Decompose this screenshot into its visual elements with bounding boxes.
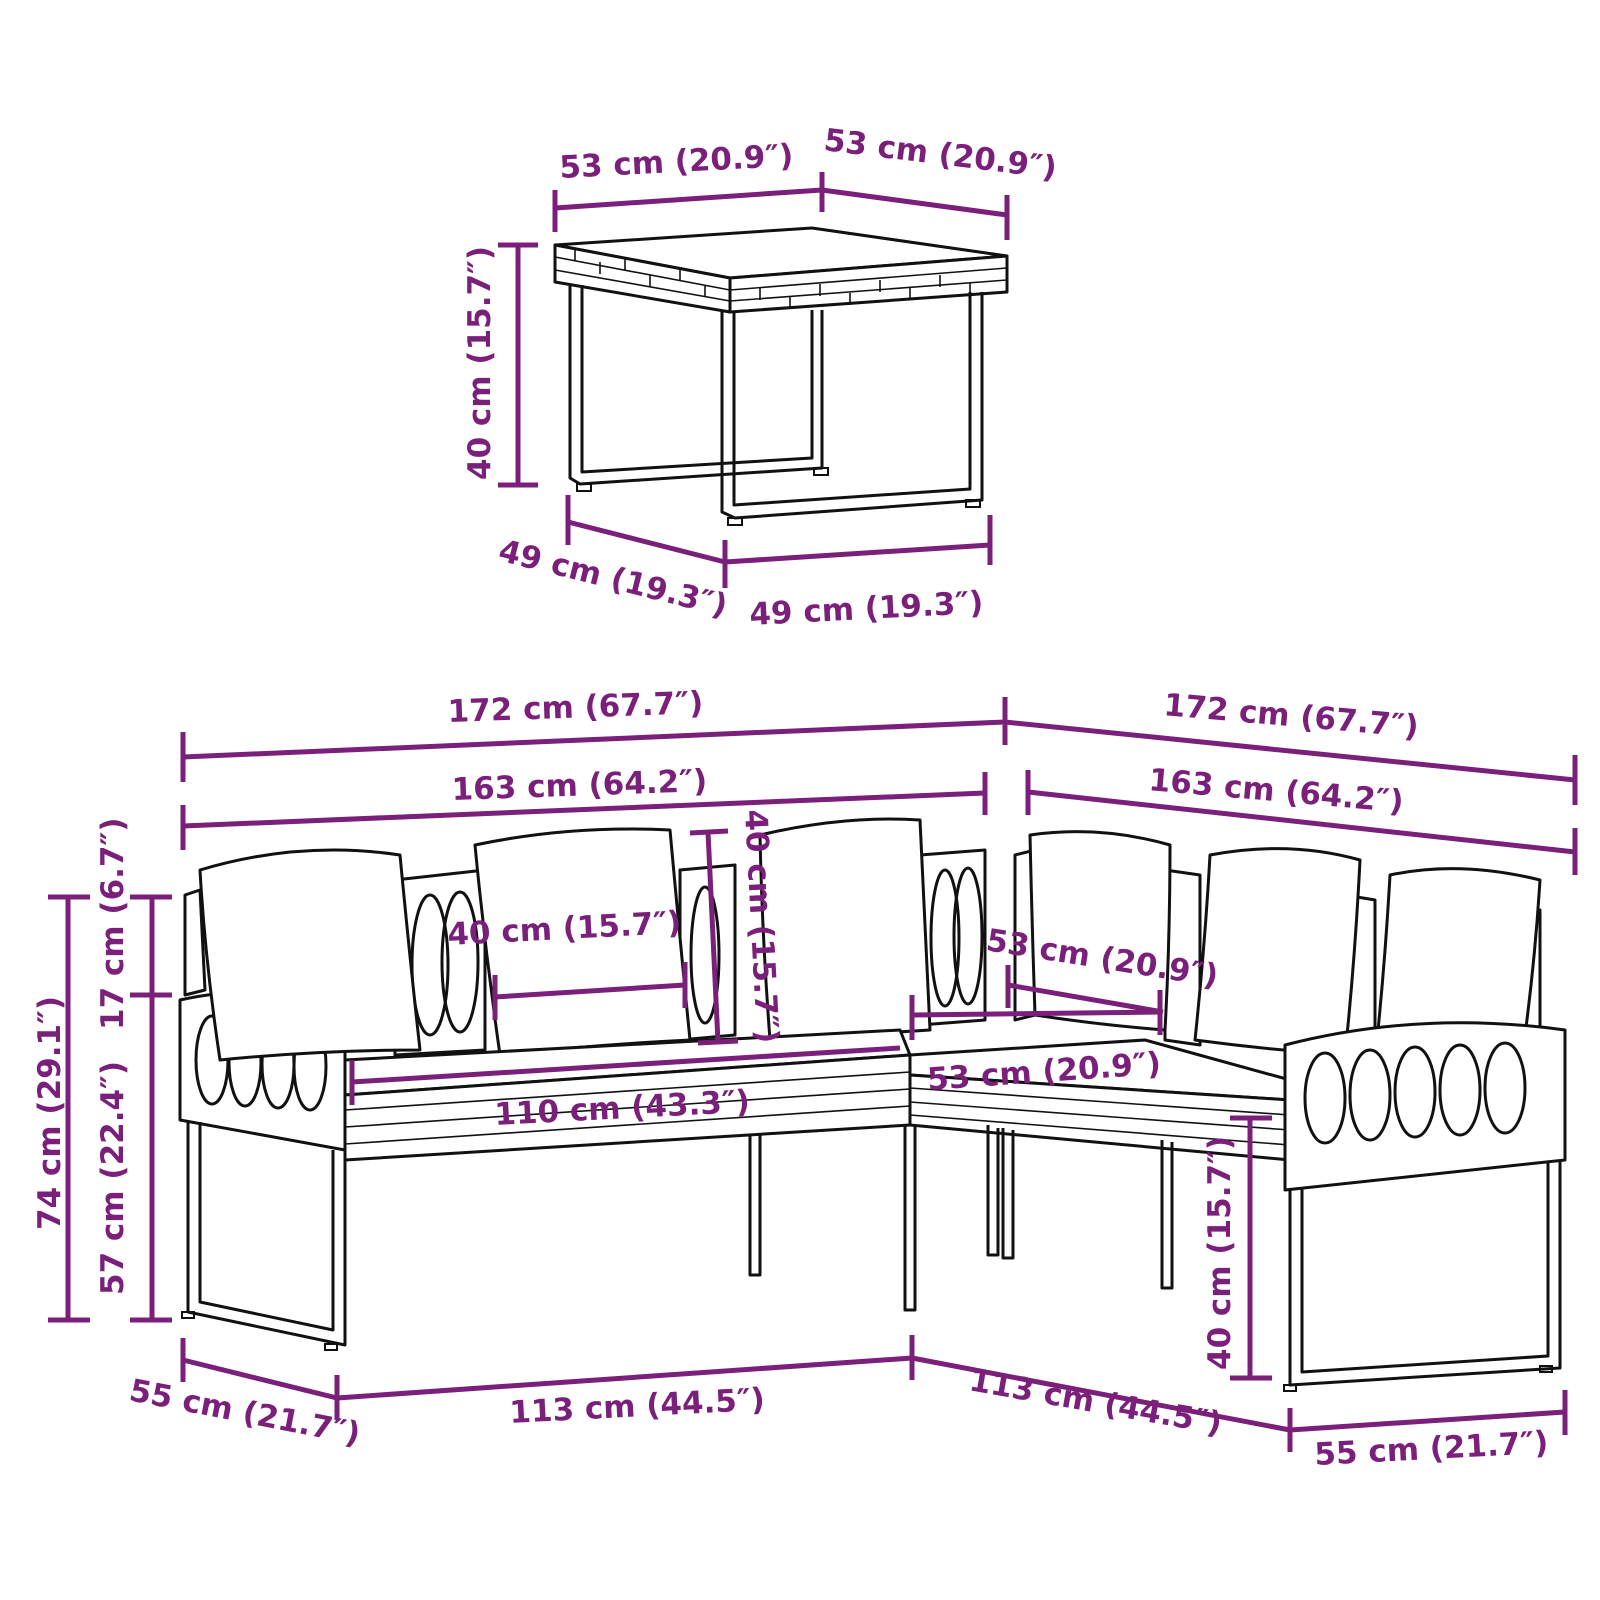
sofa-right-base-width-label: 113 cm (44.5″) (967, 1362, 1225, 1442)
back-loops (410, 866, 984, 1037)
corner-sofa-drawing (178, 817, 1567, 1392)
table-foot (813, 467, 829, 476)
left-seat-weave (344, 1071, 911, 1145)
sofa-left-base-width-label: 113 cm (44.5″) (509, 1382, 766, 1431)
right-seat-leg (1160, 1140, 1174, 1290)
table-back-legs-inner (580, 285, 814, 474)
table-foot (576, 483, 592, 492)
table-foot (727, 517, 743, 526)
sofa-left-depth-label: 55 cm (21.7″) (126, 1373, 363, 1453)
right-cushion-2 (1193, 847, 1362, 1057)
left-arm-leg (186, 1120, 347, 1347)
right-arm-leg-inner (1300, 1162, 1550, 1374)
sofa-back-extra-height-label: 17 cm (6.7″) (95, 817, 131, 1030)
table-height-label: 40 cm (15.7″) (462, 246, 498, 480)
right-arm-leg (1288, 1160, 1562, 1387)
table-front-legs-inner (732, 292, 972, 507)
sofa-foot (181, 1311, 195, 1319)
sofa-arm-height-label: 57 cm (22.4″) (95, 1061, 131, 1295)
sofa-left-overall-width-label: 172 cm (67.7″) (447, 685, 704, 730)
table-back-legs (568, 285, 824, 486)
right-seat-leg (1001, 1128, 1015, 1260)
side-table-drawing (553, 226, 1009, 526)
seat-height-label: 40 cm (15.7″) (1202, 1136, 1238, 1370)
dimension-labels: 53 cm (20.9″) 53 cm (20.9″) 40 cm (15.7″… (32, 122, 1549, 1473)
right-seat-weave (909, 1087, 1291, 1146)
table-weave (554, 249, 1008, 309)
table-top-width-label: 53 cm (20.9″) (559, 138, 795, 186)
sofa-total-height-label: 74 cm (29.1″) (32, 996, 68, 1230)
table-top-depth-label: 53 cm (20.9″) (822, 122, 1059, 186)
sofa-foot (324, 1343, 338, 1351)
corner-leg (903, 1123, 917, 1312)
table-foot (965, 499, 981, 508)
sofa-foot (1539, 1365, 1553, 1373)
back-cushion-1 (198, 848, 422, 1062)
right-arm-loops (1303, 1041, 1527, 1145)
sofa-right-depth-label: 55 cm (21.7″) (1314, 1425, 1550, 1473)
table-base-width-label: 49 cm (19.3″) (749, 585, 985, 633)
back-cushion-3 (758, 817, 932, 1042)
dimension-lines (48, 172, 1578, 1452)
left-seat-leg (748, 1133, 762, 1277)
sofa-left-back-width-label: 163 cm (64.2″) (451, 763, 708, 808)
left-arm-back (183, 888, 207, 997)
table-front-legs (720, 292, 984, 520)
right-seat-leg (986, 1125, 1000, 1257)
table-base-depth-label: 49 cm (19.3″) (495, 533, 731, 625)
sofa-right-overall-width-label: 172 cm (67.7″) (1162, 687, 1420, 745)
right-cushion-1 (1028, 830, 1172, 1032)
sofa-foot (1283, 1384, 1297, 1392)
left-arm-leg-inner (198, 1122, 335, 1332)
